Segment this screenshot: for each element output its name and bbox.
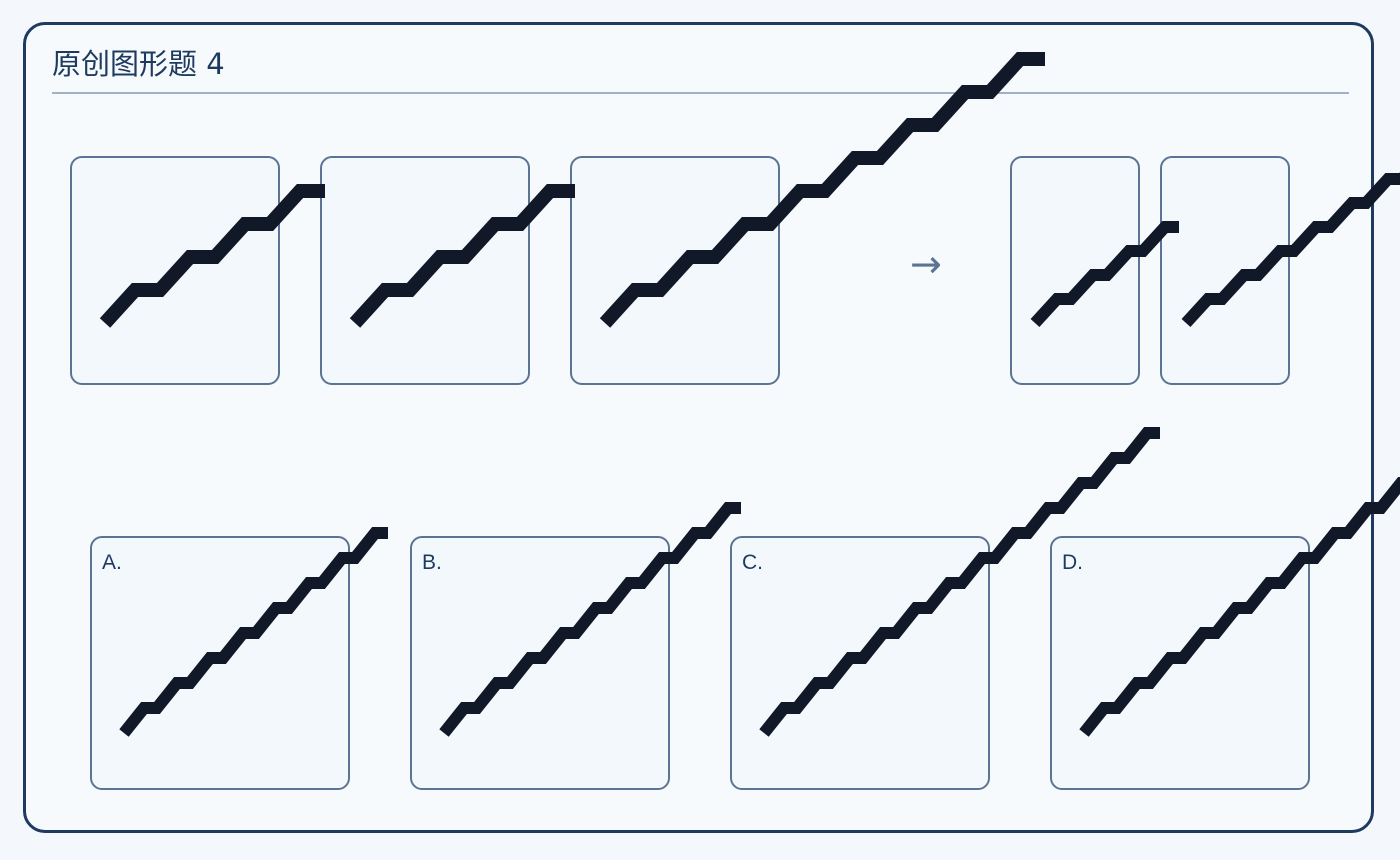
option-c-label: C. <box>742 551 763 574</box>
sequence-frame-3 <box>570 156 780 385</box>
option-a[interactable]: A. <box>90 536 350 790</box>
arrow-right-icon: → <box>910 242 942 286</box>
page-title: 原创图形题 4 <box>52 47 225 81</box>
sequence-frame-4 <box>1010 156 1140 385</box>
option-b[interactable]: B. <box>410 536 670 790</box>
option-c[interactable]: C. <box>730 536 990 790</box>
sequence-frame-2 <box>320 156 530 385</box>
sequence-frame-1 <box>70 156 280 385</box>
sequence-frame-5 <box>1160 156 1290 385</box>
option-b-label: B. <box>422 551 442 574</box>
option-d-label: D. <box>1062 551 1083 574</box>
option-d[interactable]: D. <box>1050 536 1310 790</box>
option-a-label: A. <box>102 551 122 574</box>
title-divider <box>52 92 1349 94</box>
